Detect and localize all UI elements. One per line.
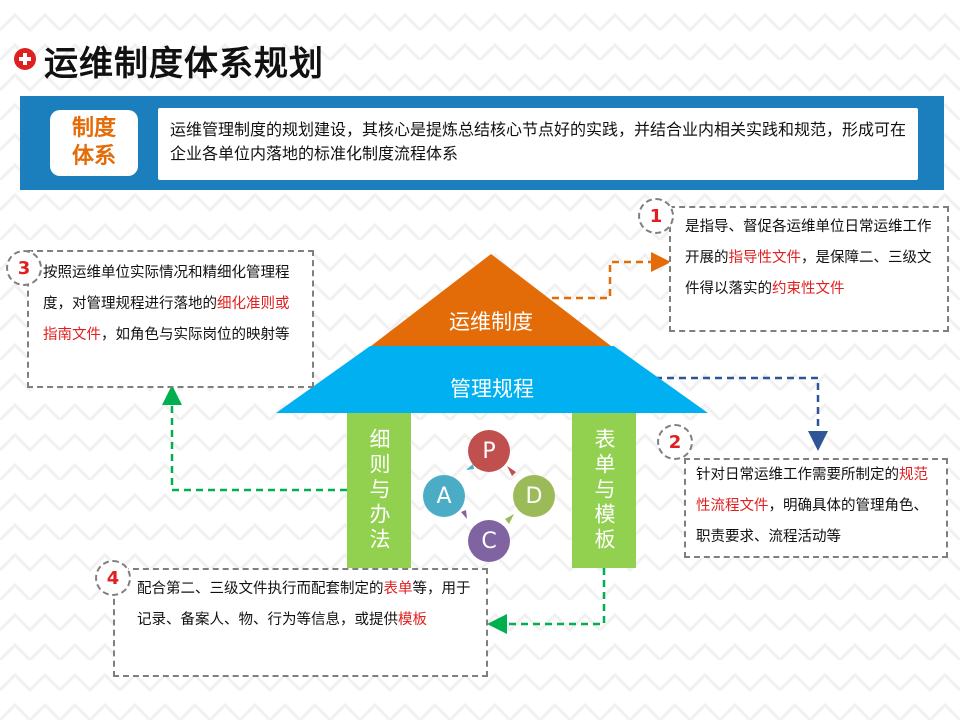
page-title: 运维制度体系规划 <box>44 44 324 84</box>
badge-3: 3 <box>6 250 42 286</box>
left-pillar: 细则与办法 <box>347 413 411 568</box>
note-1: 是指导、督促各运维单位日常运维工作开展的指导性文件，是保障二、三级文件得以落实的… <box>669 206 949 332</box>
badge-2: 2 <box>657 424 693 460</box>
house-roof-label: 运维制度 <box>449 310 533 334</box>
pdca-plan: P <box>468 430 510 472</box>
house-middle-label: 管理规程 <box>450 377 534 401</box>
note-2: 针对日常运维工作需要所制定的规范性流程文件，明确具体的管理角色、职责要求、流程活… <box>684 458 948 558</box>
right-pillar: 表单与模板 <box>572 413 636 568</box>
plus-icon <box>14 48 36 70</box>
pdca-act: A <box>423 475 465 517</box>
pdca-check: C <box>468 520 510 562</box>
badge-4: 4 <box>95 560 131 596</box>
badge-1: 1 <box>638 198 674 234</box>
note-3: 按照运维单位实际情况和精细化管理程度，对管理规程进行落地的细化准则或指南文件，如… <box>27 250 314 388</box>
pdca-do: D <box>513 475 555 517</box>
banner-text: 运维管理制度的规划建设，其核心是提炼总结核心节点好的实践，并结合业内相关实践和规… <box>158 108 918 180</box>
banner-label: 制度 体系 <box>50 110 138 176</box>
note-4: 配合第二、三级文件执行而配套制定的表单等，用于记录、备案人、物、行为等信息，或提… <box>113 568 488 677</box>
